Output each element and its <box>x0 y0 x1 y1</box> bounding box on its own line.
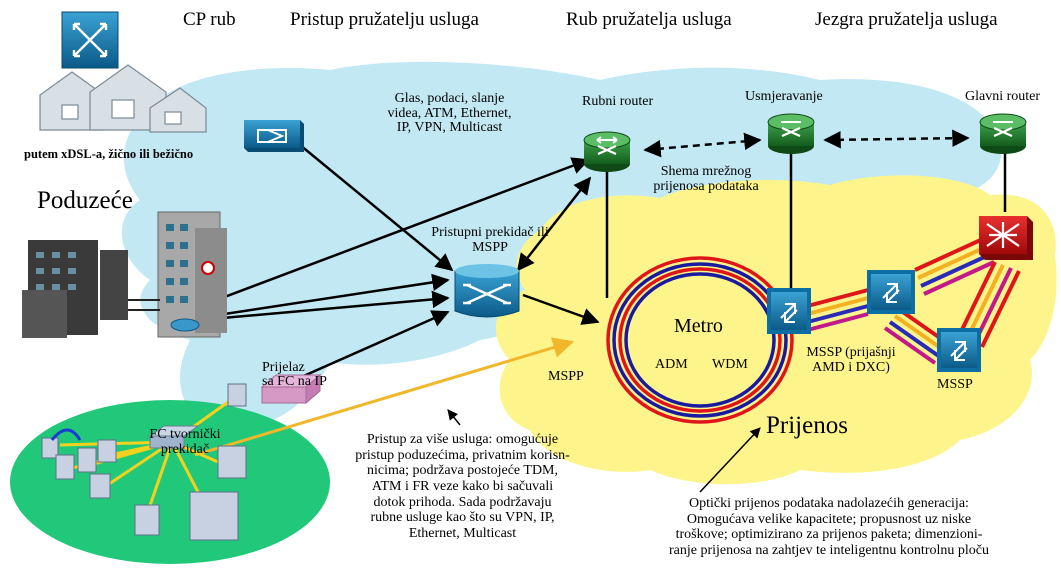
fc-ip-gateway-label: Prijelaz sa FC na IP <box>262 361 327 389</box>
fc-switch-label: FC tvornički prekidač <box>140 427 230 457</box>
access-description-line: ATM i FR veze kako bi sačuvali <box>371 479 554 495</box>
access-description-line: Ethernet, Multicast <box>408 526 517 542</box>
services-line: videa, ATM, Ethernet, <box>387 105 512 121</box>
fc-switch-line: FC tvornički <box>149 427 221 442</box>
fc-switch-icon <box>148 425 200 449</box>
optical-description-line: Omogućava velike kapacitete; propusnost … <box>686 511 972 527</box>
house-icon <box>39 64 207 133</box>
mssp-previous-label: MSSP (prijašnji AMD i DXC) <box>786 345 916 375</box>
storage-icon <box>134 383 247 541</box>
core-links <box>605 152 1007 298</box>
mssp-previous-line: AMD i DXC) <box>812 359 890 375</box>
scheme-line: Shema mrežnog <box>660 164 752 179</box>
fc-loop-link <box>50 428 82 441</box>
optical-bundle <box>799 236 1021 365</box>
header-jezgra: Jezgra pružatelja usluga <box>815 9 998 30</box>
mspp-label: MSPP <box>548 369 584 384</box>
access-switch-line: MSPP <box>472 239 508 255</box>
scheme-label: Shema mrežnog prijenosa podataka <box>640 164 772 194</box>
routing-label: Usmjeravanje <box>745 89 823 104</box>
access-description-line: dotok prihoda. Sada podržavaju <box>373 494 552 510</box>
mssp-icon <box>867 270 915 314</box>
gateway-line: Prijelaz <box>262 360 305 375</box>
access-description-line: pristup poduzećima, privatnim korisn- <box>355 447 570 463</box>
access-switch-label: Pristupni prekidač ili MSPP <box>420 225 560 255</box>
home-router-icon <box>61 11 119 69</box>
access-switch-line: Pristupni prekidač ili <box>431 225 549 240</box>
optical-description-line: ranje prijenosa na zahtjev te inteligent… <box>669 543 989 559</box>
scheme-line: prijenosa podataka <box>653 178 759 194</box>
metro-ring <box>606 256 794 424</box>
access-switch-icon <box>454 264 520 318</box>
fc-ip-yellow-arrow <box>194 337 575 457</box>
server-icon <box>41 437 117 499</box>
wdm-label: WDM <box>712 357 748 372</box>
gateway-line: sa FC na IP <box>262 374 327 389</box>
access-description-line: nicima; podržava postojeće TDM, <box>366 463 559 479</box>
connection-arrows <box>189 129 970 493</box>
mssp-label: MSSP <box>937 377 973 392</box>
optical-description-line: troškove; optimizirano za prijenos paket… <box>675 527 983 543</box>
fc-fabric-area <box>10 400 330 564</box>
transport-label: Prijenos <box>766 412 848 439</box>
fc-ip-gateway-icon <box>260 373 322 405</box>
header-pristup: Pristup pružatelju usluga <box>290 9 479 30</box>
access-description: Pristup za više usluga: omogućuje pristu… <box>340 432 585 542</box>
metro-label: Metro <box>674 315 723 337</box>
core-router-label: Glavni router <box>965 89 1041 104</box>
mssp-icon <box>937 328 981 372</box>
router-icon <box>979 113 1027 154</box>
services-label: Glas, podaci, slanje videa, ATM, Etherne… <box>372 91 527 136</box>
optical-description: Optički prijenos podataka nadolazećih ge… <box>618 496 1040 559</box>
fc-switch-line: prekidač <box>160 441 210 457</box>
header-cp-rub: CP rub <box>183 9 236 30</box>
access-description-line: Pristup za više usluga: omogućuje <box>366 432 559 447</box>
services-line: Glas, podaci, slanje <box>394 91 505 106</box>
xdsl-router-icon <box>244 120 304 152</box>
router-icon <box>583 131 631 172</box>
enterprise-label: Poduzeće <box>37 187 133 214</box>
xdsl-label: putem xDSL-a, žično ili bežično <box>24 147 194 161</box>
header-rub: Rub pružatelja usluga <box>566 9 732 30</box>
access-description-line: rubne usluge kao što su VPN, IP, <box>370 510 555 526</box>
core-switch-icon <box>979 216 1033 260</box>
adm-label: ADM <box>655 357 688 372</box>
building-icon <box>22 211 227 338</box>
mssp-icon <box>767 288 811 334</box>
optical-description-line: Optički prijenos podataka nadolazećih ge… <box>689 496 969 511</box>
mssp-previous-line: MSSP (prijašnji <box>806 345 896 360</box>
edge-router-label: Rubni router <box>582 94 654 109</box>
router-icon <box>767 113 815 154</box>
services-line: IP, VPN, Multicast <box>396 120 503 136</box>
